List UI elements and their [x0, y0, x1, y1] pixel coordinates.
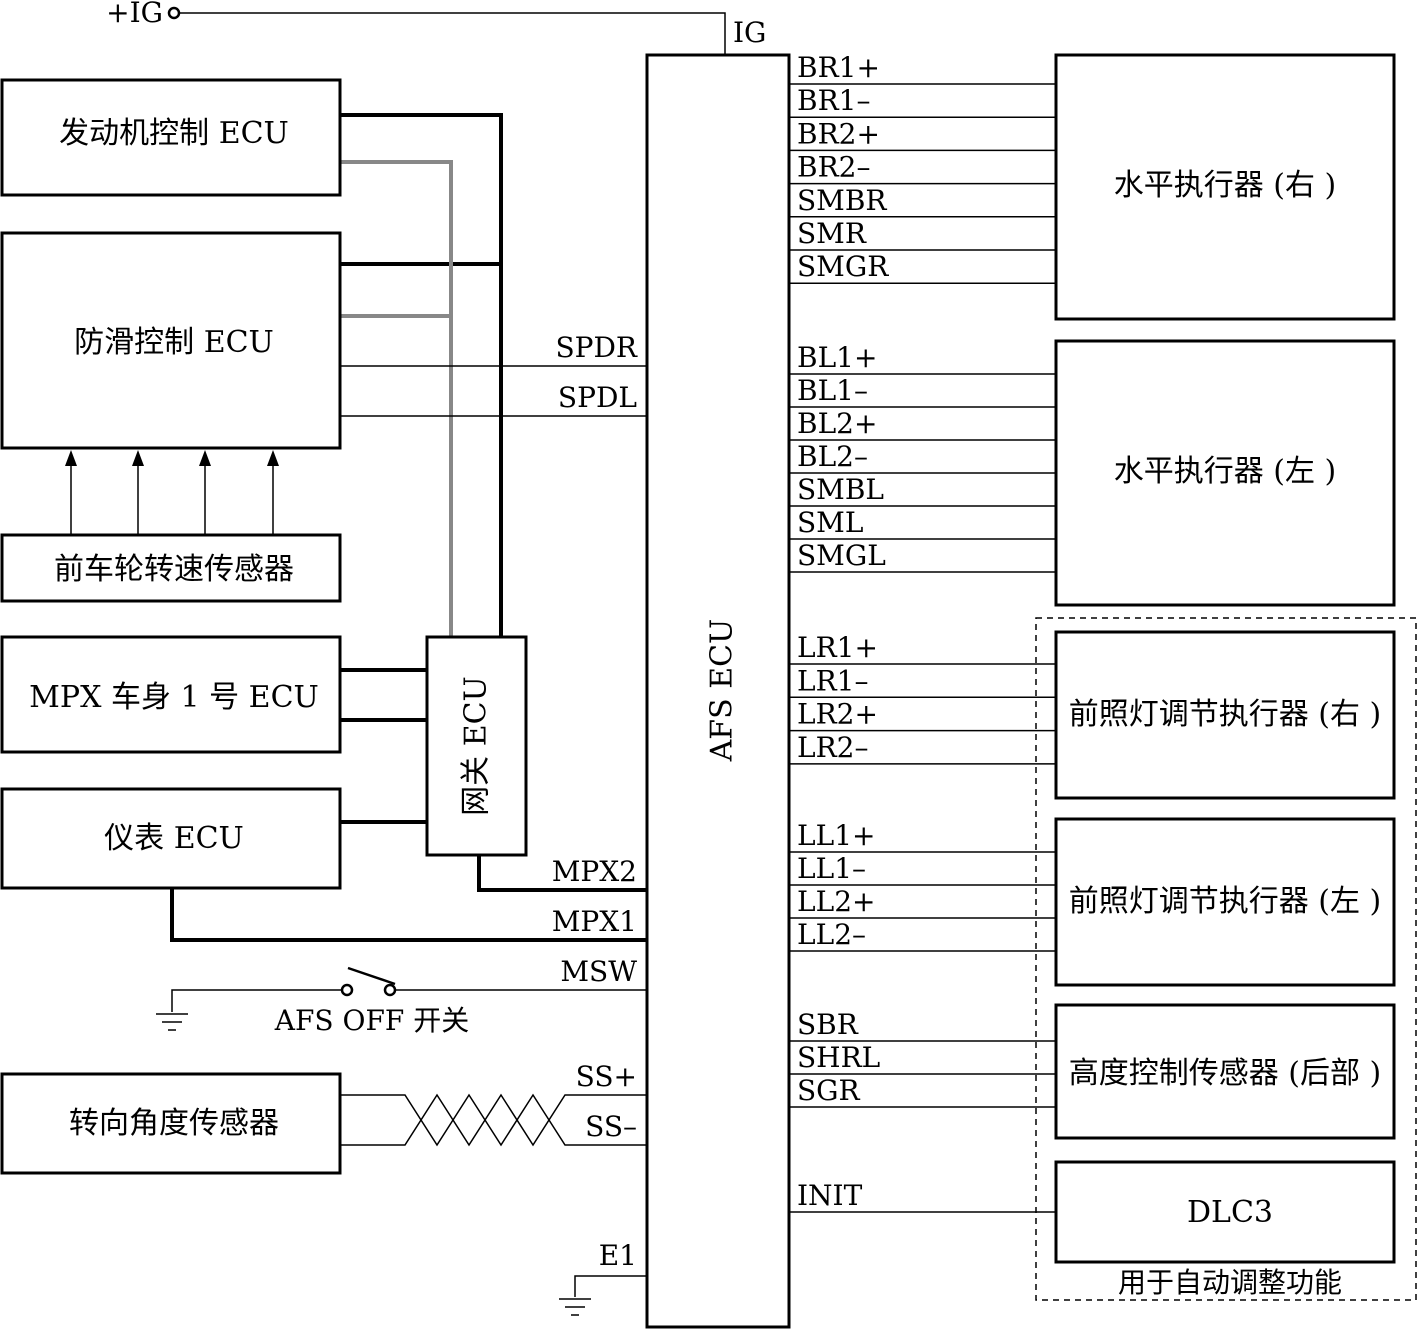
pin-ss-minus-label: SS– — [585, 1110, 637, 1143]
pin-label-leveling_right-1: LR1– — [797, 664, 869, 697]
wheel-speed-sensor-block — [0, 533, 342, 603]
afs-off-switch-icon — [340, 966, 397, 997]
pin-label-swivel_right-1: BR1– — [797, 84, 870, 117]
gateway-ecu-label: 网关 ECU — [459, 676, 494, 816]
height-sensor-block — [1054, 1003, 1396, 1140]
switch-ground-icon — [156, 1013, 188, 1031]
afs-ecu-label: AFS ECU — [705, 619, 740, 763]
pin-label-height_sensor-0: SBR — [797, 1008, 859, 1041]
left-signal-wires — [171, 365, 647, 1297]
ig-power-line: +IG IG — [106, 0, 766, 55]
e1-ground-icon — [559, 1298, 591, 1316]
abs-ecu-block — [0, 231, 342, 450]
wheel-sensor-arrows — [65, 450, 279, 535]
pin-msw-label: MSW — [560, 955, 637, 988]
pin-label-swivel_left-0: BL1+ — [797, 341, 877, 374]
pin-label-swivel_left-6: SMGL — [797, 539, 886, 572]
leveling-actuator-left-label: 前照灯调节执行器 (左 ) — [1069, 884, 1381, 919]
pin-label-swivel_right-6: SMGR — [797, 250, 889, 283]
pin-label-leveling_right-0: LR1+ — [797, 631, 878, 664]
auto-adjust-group — [1035, 617, 1417, 1301]
swivel-actuator-right-block — [1054, 53, 1396, 321]
pin-label-dlc3-0: INIT — [797, 1179, 863, 1212]
pin-spdl-label: SPDL — [558, 381, 637, 414]
pin-label-leveling_left-2: LL2+ — [797, 885, 875, 918]
afs-off-switch-label: AFS OFF 开关 — [274, 1004, 469, 1037]
pin-label-leveling_left-0: LL1+ — [797, 819, 875, 852]
pin-label-swivel_left-4: SMBL — [797, 473, 884, 506]
leveling-actuator-left-block — [1054, 817, 1396, 987]
steering-sensor-label: 转向角度传感器 — [69, 1106, 279, 1141]
twisted-pair-wire — [340, 1093, 647, 1147]
pin-label-swivel_left-2: BL2+ — [797, 407, 877, 440]
pin-label-swivel_right-4: SMBR — [797, 184, 887, 217]
swivel-actuator-left-label: 水平执行器 (左 ) — [1114, 454, 1336, 489]
pin-label-swivel_right-0: BR1+ — [797, 51, 880, 84]
pin-label-leveling_left-3: LL2– — [797, 918, 866, 951]
pin-label-swivel_left-1: BL1– — [797, 374, 868, 407]
pin-label-swivel_left-5: SML — [797, 506, 863, 539]
dlc3-block — [1054, 1160, 1396, 1264]
meter-ecu-label: 仪表 ECU — [104, 821, 244, 856]
bus-wiring — [170, 113, 647, 942]
wheel-speed-sensor-label: 前车轮转速传感器 — [54, 552, 294, 587]
pin-label-swivel_right-5: SMR — [797, 217, 867, 250]
pin-label-leveling_right-2: LR2+ — [797, 698, 878, 731]
pin-mpx2-label: MPX2 — [552, 855, 637, 888]
pin-label-height_sensor-2: SGR — [797, 1074, 861, 1107]
ig-source-label: +IG — [106, 0, 163, 29]
meter-ecu-block — [0, 787, 342, 890]
pin-label-height_sensor-1: SHRL — [797, 1041, 880, 1074]
mpx-body-ecu-label: MPX 车身 1 号 ECU — [29, 680, 319, 715]
dlc3-label: DLC3 — [1187, 1195, 1273, 1230]
steering-sensor-block — [0, 1072, 342, 1175]
pin-ss-plus-label: SS+ — [576, 1060, 637, 1093]
pin-e1-label: E1 — [599, 1239, 637, 1272]
pin-spdr-label: SPDR — [555, 331, 637, 364]
leveling-actuator-right-label: 前照灯调节执行器 (右 ) — [1069, 697, 1381, 732]
mpx-body-ecu-block — [0, 635, 342, 754]
engine-ecu-label: 发动机控制 ECU — [59, 116, 289, 151]
leveling-actuator-right-block — [1054, 630, 1396, 800]
pin-mpx1-label: MPX1 — [552, 905, 637, 938]
pin-label-leveling_right-3: LR2– — [797, 731, 869, 764]
ig-pin-label: IG — [733, 16, 766, 49]
pin-label-leveling_left-1: LL1– — [797, 852, 866, 885]
height-sensor-label: 高度控制传感器 (后部 ) — [1069, 1056, 1381, 1091]
pin-label-swivel_left-3: BL2– — [797, 440, 868, 473]
left-pin-labels: SPDR SPDL MPX2 MPX1 MSW SS+ SS– E1 — [552, 331, 638, 1272]
afs-ecu-block — [645, 53, 791, 1329]
ig-terminal-icon — [167, 6, 181, 20]
swivel-actuator-right-label: 水平执行器 (右 ) — [1114, 168, 1336, 203]
engine-ecu-block — [0, 78, 342, 197]
pin-label-swivel_right-3: BR2– — [797, 151, 870, 184]
abs-ecu-label: 防滑控制 ECU — [74, 325, 274, 360]
gateway-ecu-block — [425, 635, 528, 857]
pin-label-swivel_right-2: BR2+ — [797, 117, 880, 150]
auto-adjust-group-label: 用于自动调整功能 — [1118, 1266, 1342, 1299]
swivel-actuator-left-block — [1054, 339, 1396, 607]
